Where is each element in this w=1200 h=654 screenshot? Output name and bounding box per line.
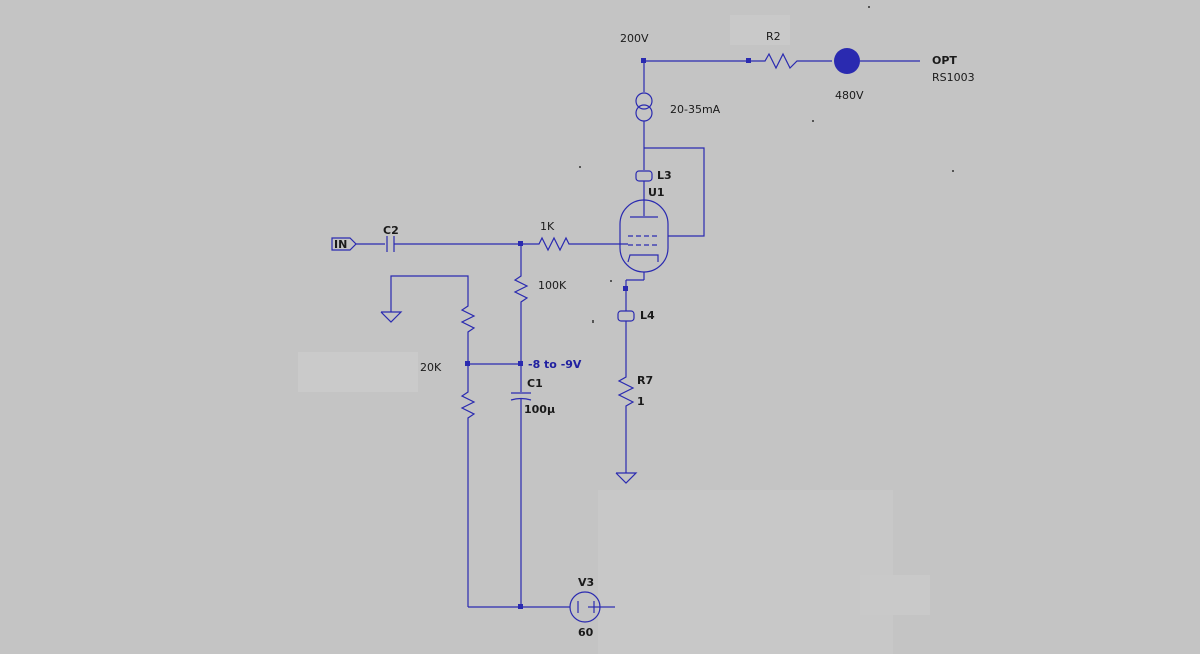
- label-bias-net: -8 to -9V: [528, 358, 582, 371]
- label-v3: V3: [578, 576, 594, 589]
- label-rs1003: RS1003: [932, 71, 975, 84]
- ground-symbol: [380, 311, 403, 323]
- speck: [812, 120, 814, 122]
- label-480v: 480V: [835, 89, 864, 102]
- junction-dot: [746, 58, 751, 63]
- label-200v: 200V: [620, 32, 649, 45]
- speck: [868, 6, 870, 8]
- tube-cathode: [627, 254, 659, 263]
- junction-dot: [518, 241, 523, 246]
- junction-dot: [465, 361, 470, 366]
- junction-dot: [518, 604, 523, 609]
- background-patch: [598, 490, 893, 654]
- label-u1: U1: [648, 186, 665, 199]
- speck: [952, 170, 954, 172]
- resistor-20k-upper: [460, 303, 476, 336]
- input-port-in: [331, 237, 357, 251]
- label-c2: C2: [383, 224, 399, 237]
- background-patch: [730, 15, 790, 45]
- label-current-range: 20-35mA: [670, 103, 721, 116]
- label-opt: OPT: [932, 54, 957, 67]
- resistor-r7: [617, 373, 635, 410]
- label-in: IN: [334, 238, 347, 251]
- label-r7-value: 1: [637, 395, 645, 408]
- label-r2: R2: [766, 30, 781, 43]
- wire: [390, 275, 469, 312]
- current-source-upper-ring: [635, 92, 653, 110]
- label-c1-value: 100µ: [524, 403, 555, 416]
- background-patch: [860, 575, 930, 615]
- label-100k: 100K: [538, 279, 567, 292]
- label-l4: L4: [640, 309, 655, 322]
- ferrite-l4: [617, 310, 635, 322]
- node-480v: [834, 48, 860, 74]
- label-1k: 1K: [540, 220, 555, 233]
- speck: [579, 166, 581, 168]
- background-patch: [298, 352, 418, 392]
- capacitor-c1-plate: [510, 397, 532, 401]
- ground-symbol: [615, 472, 638, 484]
- junction-dot: [641, 58, 646, 63]
- label-l3: L3: [657, 169, 672, 182]
- resistor-20k-lower: [460, 389, 476, 421]
- speck: [592, 320, 594, 323]
- current-source-lower-ring: [635, 104, 653, 122]
- label-r7: R7: [637, 374, 653, 387]
- resistor-r2: [760, 52, 832, 70]
- ferrite-l3: [635, 170, 653, 182]
- junction-dot: [623, 286, 628, 291]
- junction-dot: [518, 361, 523, 366]
- resistor-100k: [513, 273, 529, 305]
- label-v3-value: 60: [578, 626, 594, 639]
- resistor-1k: [535, 236, 628, 252]
- label-20k: 20K: [420, 361, 442, 374]
- speck: [610, 280, 612, 282]
- label-c1: C1: [527, 377, 543, 390]
- wire: [644, 147, 705, 237]
